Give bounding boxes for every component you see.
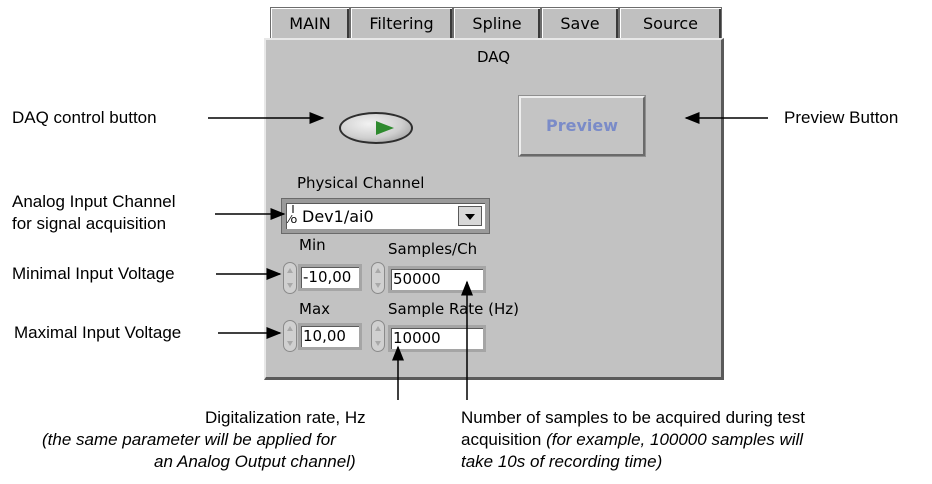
max-label: Max <box>299 300 331 318</box>
note-samples-line1: Number of samples to be acquired during … <box>461 408 805 427</box>
samples-input[interactable]: 50000 <box>388 266 486 293</box>
note-channel-line2: for signal acquisition <box>12 214 167 233</box>
tab-spline[interactable]: Spline <box>453 7 541 39</box>
samples-label: Samples/Ch <box>388 240 478 258</box>
min-voltage-input[interactable]: -10,00 <box>298 264 362 291</box>
tab-source[interactable]: Source <box>619 7 722 39</box>
physical-channel-control[interactable]: I⁄o Dev1/ai0 <box>281 198 490 234</box>
note-rate-line1: Digitalization rate, Hz <box>205 408 366 427</box>
note-min-voltage: Minimal Input Voltage <box>12 264 175 283</box>
led-indicator-icon <box>376 121 394 135</box>
note-samples-line2-plain: acquisition <box>461 430 547 449</box>
samples-stepper[interactable] <box>371 262 385 294</box>
min-label: Min <box>299 236 326 254</box>
note-samples-line3: take 10s of recording time) <box>461 452 663 471</box>
physical-channel-value: Dev1/ai0 <box>302 207 374 226</box>
note-samples-line2-italic: (for example, 100000 samples will <box>546 430 804 449</box>
preview-button[interactable]: Preview <box>518 95 646 157</box>
sample-rate-label: Sample Rate (Hz) <box>388 300 520 318</box>
physical-channel-field[interactable]: I⁄o Dev1/ai0 <box>286 203 485 229</box>
tab-filtering[interactable]: Filtering <box>350 7 453 39</box>
tab-main[interactable]: MAIN <box>270 7 350 39</box>
note-max-voltage: Maximal Input Voltage <box>14 323 182 342</box>
min-stepper[interactable] <box>283 262 297 294</box>
max-voltage-input[interactable]: 10,00 <box>298 323 362 350</box>
tab-save[interactable]: Save <box>541 7 619 39</box>
daq-panel: DAQ Preview Physical Channel I⁄o Dev1/ai… <box>264 38 724 380</box>
physical-channel-label: Physical Channel <box>297 174 425 192</box>
note-rate-line2: (the same parameter will be applied for <box>42 430 336 449</box>
rate-stepper[interactable] <box>371 320 385 352</box>
note-preview: Preview Button <box>784 108 899 127</box>
note-daq-control: DAQ control button <box>12 108 157 127</box>
note-rate-line3: an Analog Output channel) <box>154 452 356 471</box>
note-samples-line2: acquisition (for example, 100000 samples… <box>461 430 803 450</box>
panel-title: DAQ <box>476 48 511 66</box>
daq-control-button[interactable] <box>339 112 413 144</box>
dropdown-arrow-icon[interactable] <box>458 206 482 226</box>
sample-rate-input[interactable]: 10000 <box>388 325 486 352</box>
io-name-icon: I⁄o <box>288 203 298 226</box>
max-stepper[interactable] <box>283 320 297 352</box>
note-channel-line1: Analog Input Channel <box>12 192 176 211</box>
